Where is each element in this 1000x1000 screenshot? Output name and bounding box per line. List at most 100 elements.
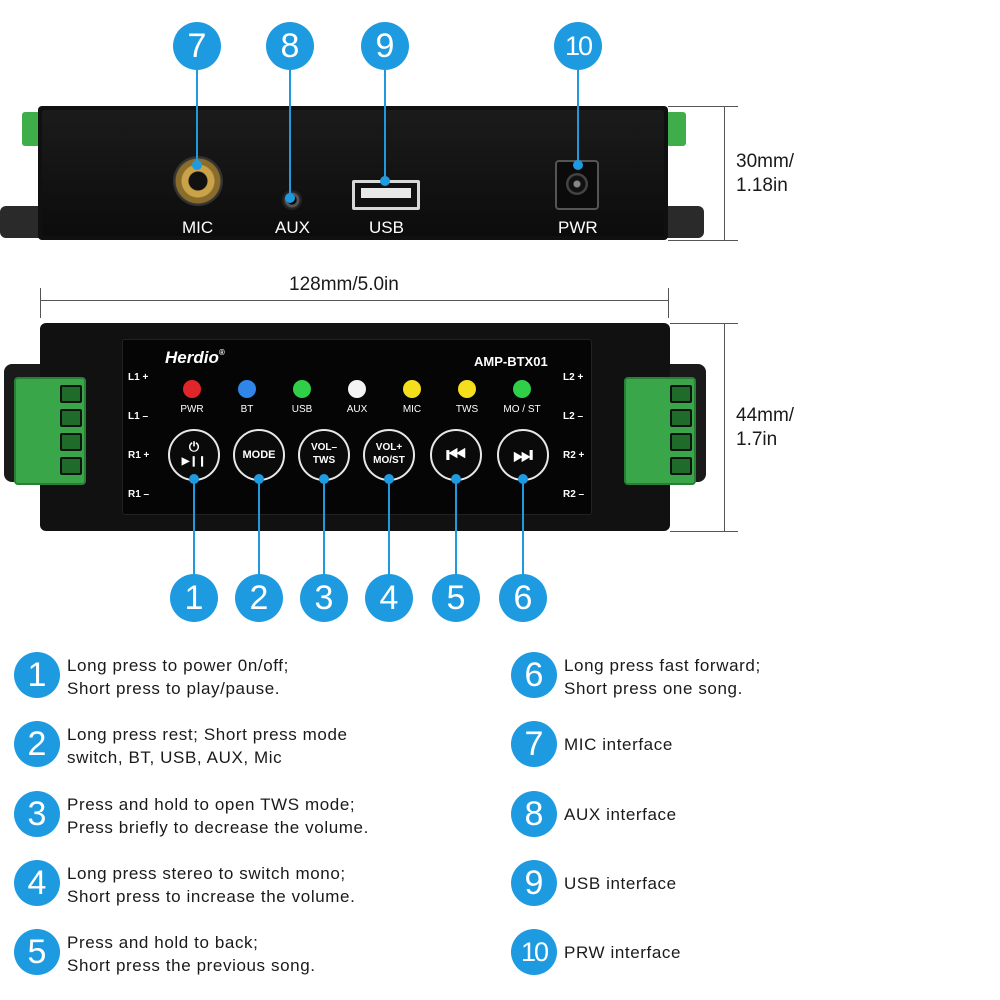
left-mount-bracket xyxy=(0,206,42,238)
brand-name: Herdio xyxy=(165,348,219,367)
legend-line: Short press to increase the volume. xyxy=(67,887,356,906)
legend-text: USB interface xyxy=(564,872,677,895)
terminal-slot xyxy=(60,457,82,475)
mic-led-label: MIC xyxy=(402,404,422,415)
legend-number: 4 xyxy=(14,860,60,906)
legend-line: Long press to power 0n/off; xyxy=(67,656,289,675)
aux-label: AUX xyxy=(275,218,310,237)
left-channel-label: R1 – xyxy=(128,489,150,500)
aux-led-label: AUX xyxy=(346,404,368,415)
power-jack-pin xyxy=(566,173,588,195)
callout-10-leader xyxy=(577,70,579,166)
right-channel-label: L2 – xyxy=(563,411,584,422)
callout-9: 9 xyxy=(361,22,409,70)
left-terminal-tab xyxy=(22,112,42,146)
width-dim-right-tick xyxy=(668,288,669,318)
right-channel-label: R2 + xyxy=(563,450,585,461)
legend-line: Short press to play/pause. xyxy=(67,679,281,698)
legend-text: Press and hold to open TWS mode;Press br… xyxy=(67,793,369,839)
width-dim-line xyxy=(40,300,668,301)
pwr-led-label: PWR xyxy=(180,404,204,415)
legend-text: Long press to power 0n/off; Short press t… xyxy=(67,654,289,700)
legend-number: 10 xyxy=(511,929,557,975)
callout-7-dot xyxy=(192,160,202,170)
front-height-dim-bottom-tick xyxy=(670,531,738,532)
terminal-slot xyxy=(670,385,692,403)
mo-st-led-label: MO / ST xyxy=(503,404,541,415)
legend-text: Press and hold to back;Short press the p… xyxy=(67,931,316,977)
legend-number: 8 xyxy=(511,791,557,837)
brand-logo: Herdio® xyxy=(165,348,225,368)
legend-line: Long press stereo to switch mono; xyxy=(67,864,346,883)
mode-button-label: MODE xyxy=(242,449,276,461)
right-terminal-tab xyxy=(666,112,686,146)
legend-text: Long press stereo to switch mono; Short p… xyxy=(67,862,355,908)
bt-led xyxy=(238,380,256,398)
callout-10-dot xyxy=(573,160,583,170)
next-icon: ⏭ xyxy=(513,442,533,467)
width-dim-left-tick xyxy=(40,288,41,318)
top-height-dim-bottom-tick xyxy=(668,240,738,241)
vol-down-label: VOL– xyxy=(310,442,338,453)
callout-9-leader xyxy=(384,70,386,180)
callout-5-leader xyxy=(455,479,457,579)
callout-7: 7 xyxy=(173,22,221,70)
right-mount-bracket xyxy=(664,206,704,238)
legend-text: AUX interface xyxy=(564,803,677,826)
legend-text: Long press fast forward;Short press one … xyxy=(564,654,761,700)
legend-number: 7 xyxy=(511,721,557,767)
mo-st-label: MO/ST xyxy=(373,455,405,466)
front-height-dim-line2: 1.7in xyxy=(736,429,778,450)
power-play-pause-button[interactable]: ⏻ ▶❙❙ xyxy=(168,429,220,481)
callout-3: 3 xyxy=(300,574,348,622)
legend-text: PRW interface xyxy=(564,941,681,964)
top-height-dim-line1: 30mm/ xyxy=(736,151,795,172)
legend-line: Long press fast forward; xyxy=(564,656,761,675)
power-icon: ⏻ xyxy=(188,439,200,454)
tws-led-label: TWS xyxy=(455,404,479,415)
callout-4-leader xyxy=(388,479,390,579)
callout-10: 10 xyxy=(554,22,602,70)
callout-6-leader xyxy=(522,479,524,579)
aux-led xyxy=(348,380,366,398)
top-height-dim-line2: 1.18in xyxy=(736,175,788,196)
front-height-dim-top-tick xyxy=(670,323,738,324)
previous-icon: ⏮ xyxy=(446,442,466,467)
terminal-slot xyxy=(60,433,82,451)
usb-led xyxy=(293,380,311,398)
callout-8-dot xyxy=(285,193,295,203)
mic-led xyxy=(403,380,421,398)
terminal-slot xyxy=(670,433,692,451)
left-channel-label: L1 + xyxy=(128,372,149,383)
top-height-dim-top-tick xyxy=(668,106,738,107)
callout-7-leader xyxy=(196,70,198,166)
legend-number: 9 xyxy=(511,860,557,906)
legend-line: USB interface xyxy=(564,874,677,893)
callout-6: 6 xyxy=(499,574,547,622)
callout-2-leader xyxy=(258,479,260,579)
front-height-dim-line1: 44mm/ xyxy=(736,405,795,426)
legend-line: Press briefly to decrease the volume. xyxy=(67,818,369,837)
callout-4: 4 xyxy=(365,574,413,622)
usb-label: USB xyxy=(369,218,404,237)
callout-2: 2 xyxy=(235,574,283,622)
legend-line: AUX interface xyxy=(564,805,677,824)
pwr-label: PWR xyxy=(558,218,598,237)
callout-8: 8 xyxy=(266,22,314,70)
mic-label: MIC xyxy=(182,218,214,237)
legend-number: 5 xyxy=(14,929,60,975)
legend-line: Short press the previous song. xyxy=(67,956,316,975)
legend-number: 6 xyxy=(511,652,557,698)
legend-line: Long press rest; Short press mode xyxy=(67,725,348,744)
callout-9-dot xyxy=(380,176,390,186)
right-channel-label: R2 – xyxy=(563,489,585,500)
vol-up-label: VOL+ xyxy=(375,442,403,453)
width-dim-label: 128mm/5.0in xyxy=(289,274,399,295)
model-label: AMP-BTX01 xyxy=(474,354,548,369)
tws-led xyxy=(458,380,476,398)
tws-label: TWS xyxy=(312,455,336,466)
play-pause-icon: ▶❙❙ xyxy=(181,456,207,467)
callout-8-leader xyxy=(289,70,291,198)
callout-5: 5 xyxy=(432,574,480,622)
legend-line: MIC interface xyxy=(564,735,673,754)
